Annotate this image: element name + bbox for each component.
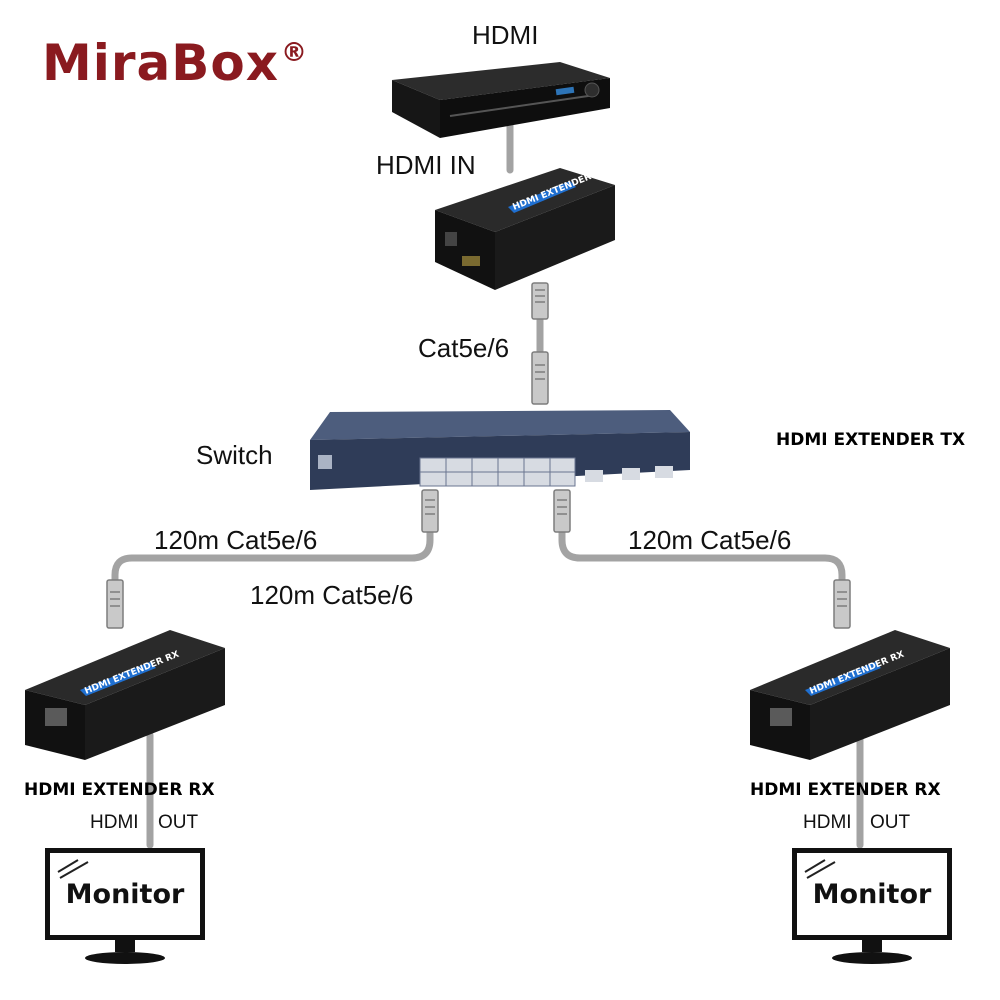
rx-extender-right: HDMI EXTENDER RX (750, 630, 950, 760)
media-player (392, 62, 610, 138)
rx-extender-left: HDMI EXTENDER RX (25, 630, 225, 760)
label-rx-right-title: HDMI EXTENDER RX (750, 780, 941, 800)
brand-logo: MiraBox® (42, 34, 308, 92)
label-hdmi-out-right-a: HDMI (803, 812, 852, 833)
label-cable-left-lower: 120m Cat5e/6 (250, 580, 414, 610)
network-switch (310, 410, 690, 490)
label-hdmi-out-left-b: OUT (158, 812, 199, 833)
rj45-connector-switch-left (421, 489, 439, 533)
label-rx-left-title: HDMI EXTENDER RX (24, 780, 215, 800)
monitor-left-text: Monitor (66, 879, 185, 910)
label-hdmi-source: HDMI (472, 20, 539, 50)
monitor-right: Monitor (792, 848, 952, 964)
label-hdmi-in: HDMI IN (376, 150, 476, 180)
brand-name: MiraBox (42, 34, 280, 92)
registered-mark: ® (281, 38, 309, 68)
rj45-connector-tx-out (531, 282, 549, 320)
label-hdmi-out-left-a: HDMI (90, 812, 139, 833)
rj45-connector-switch-right (553, 489, 571, 533)
monitor-right-text: Monitor (813, 879, 932, 910)
label-switch: Switch (196, 440, 273, 470)
cable-switch-to-right-rx (558, 491, 846, 629)
cable-switch-to-left-rx (111, 491, 434, 629)
monitor-left: Monitor (45, 848, 205, 964)
label-cable-right: 120m Cat5e/6 (628, 525, 792, 555)
tx-extender: HDMI EXTENDER TX (435, 166, 615, 290)
rj45-connector-switch-in (531, 351, 549, 405)
rj45-connector-left-rx (106, 579, 124, 629)
label-cat-top: Cat5e/6 (418, 333, 510, 363)
rj45-connector-right-rx (833, 579, 851, 629)
label-tx-title: HDMI EXTENDER TX (776, 430, 966, 450)
label-cable-left-upper: 120m Cat5e/6 (154, 525, 318, 555)
label-hdmi-out-right-b: OUT (870, 812, 911, 833)
